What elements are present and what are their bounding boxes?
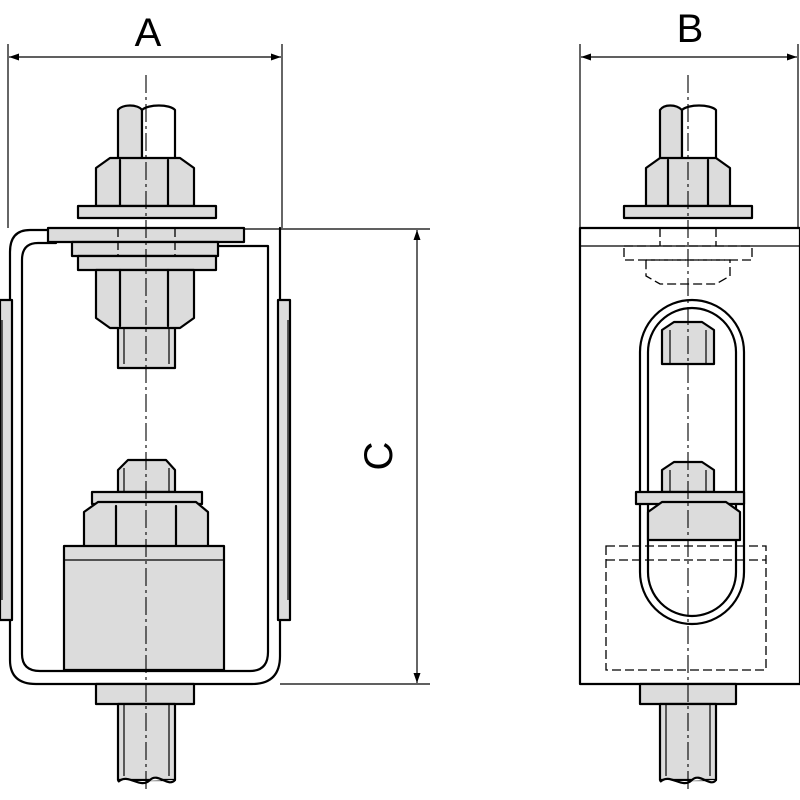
side-upper-nut — [622, 156, 754, 220]
dimension-c: C — [244, 228, 430, 685]
lower-threaded-rod — [94, 682, 196, 785]
dimension-b-label: B — [677, 7, 704, 51]
front-view: A C — [0, 11, 430, 792]
side-lower-nut — [634, 490, 746, 542]
sliding-block — [62, 544, 226, 672]
side-view: B — [578, 7, 800, 792]
side-hidden-nut — [623, 228, 753, 285]
dimension-a-label: A — [135, 11, 162, 55]
side-slot — [638, 298, 746, 626]
dimension-a: A — [7, 11, 283, 228]
upper-nut — [76, 156, 218, 220]
side-upper-rod — [658, 104, 718, 162]
dimension-b: B — [579, 7, 799, 228]
side-hidden-block — [605, 545, 767, 671]
upper-lock-nut — [76, 254, 218, 330]
dimension-c-label: C — [357, 442, 401, 471]
bracket-profile — [0, 226, 292, 686]
